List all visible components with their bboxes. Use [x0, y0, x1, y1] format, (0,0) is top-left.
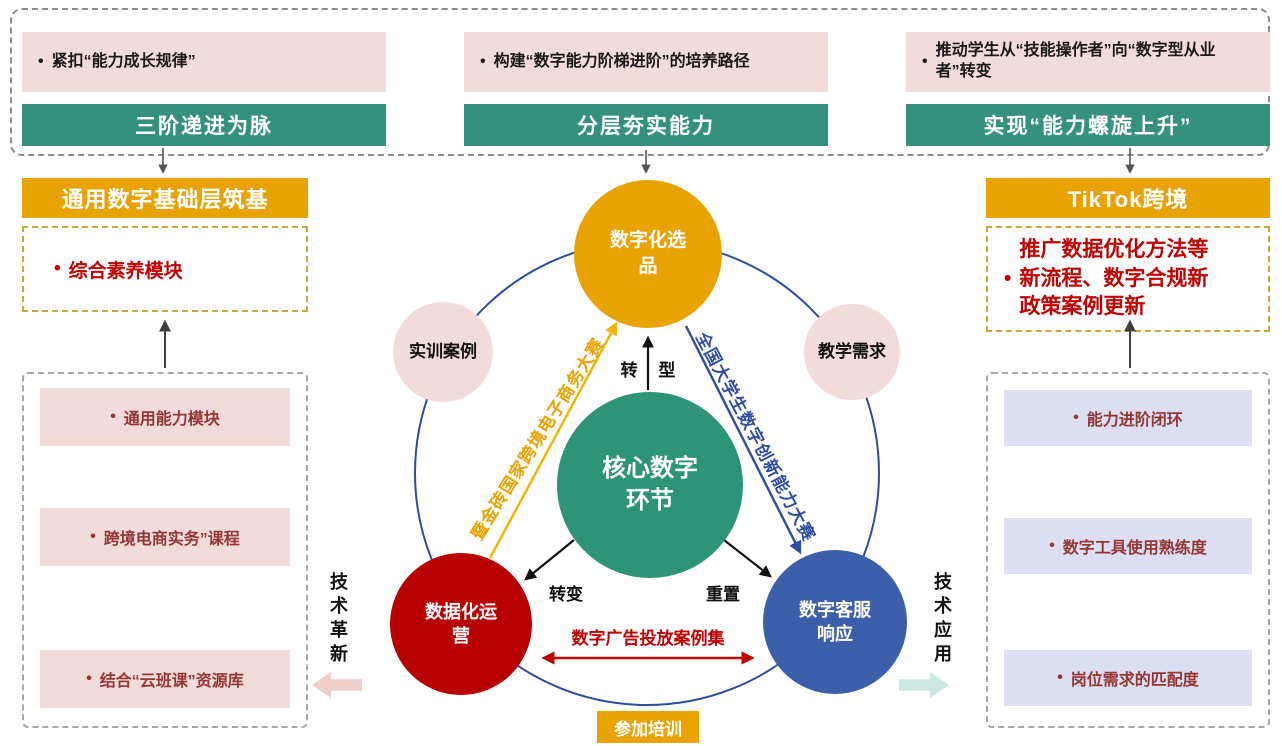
banner-note-text-3: 推动学生从“技能操作者”向“数字型从业者”转变 — [935, 42, 1216, 80]
left-module-text-3: 结合“云班课”资源库 — [99, 673, 244, 690]
right-side-label: 技术应用 — [932, 572, 952, 668]
left-panel-header: 通用数字基础层筑基 — [22, 178, 308, 218]
right-module-2: 数字工具使用熟练度 — [1004, 518, 1252, 574]
bullet-icon — [480, 52, 486, 73]
circle-core-digital-hub: 核心数字环节 — [557, 392, 743, 578]
banner-note-text-2: 构建“数字能力阶梯进阶”的培养路径 — [493, 52, 750, 70]
right-panel-header: TikTok跨境 — [986, 178, 1270, 218]
bullet-icon — [1004, 265, 1011, 293]
label-ad-case-collection: 数字广告投放案例集 — [571, 629, 725, 648]
bullet-icon — [922, 52, 928, 73]
banner-bar-2: 分层夯实能力 — [464, 104, 828, 146]
left-side-label: 技术革新 — [328, 572, 348, 668]
right-module-text-3: 岗位需求的匹配度 — [1070, 672, 1199, 689]
left-module-text-2: 跨境电商实务”课程 — [103, 531, 240, 548]
left-module-1: 通用能力模块 — [40, 388, 290, 446]
right-module-text-2: 数字工具使用熟练度 — [1062, 540, 1207, 557]
label-reset: 重置 — [706, 585, 740, 604]
banner-group-1: 紧扣“能力成长规律” 三阶递进为脉 — [22, 32, 386, 146]
bullet-icon — [38, 52, 44, 73]
hub-label: 核心数字环节 — [602, 454, 698, 514]
right-module-text-1: 能力进阶闭环 — [1086, 412, 1183, 429]
banner-bar-1: 三阶递进为脉 — [22, 104, 386, 146]
satellite-teaching-needs: 教学需求 — [804, 304, 900, 400]
right-highlight-box: 推广数据优化方法等新流程、数字合规新政策案例更新 — [986, 226, 1270, 332]
right-highlight-text: 推广数据优化方法等新流程、数字合规新政策案例更新 — [1019, 238, 1209, 319]
left-highlight-box: 综合素养模块 — [22, 226, 308, 312]
circle-digital-product-selection: 数字化选品 — [574, 180, 722, 328]
banner-note-2: 构建“数字能力阶梯进阶”的培养路径 — [464, 32, 828, 92]
right-module-3: 岗位需求的匹配度 — [1004, 650, 1252, 706]
right-module-1: 能力进阶闭环 — [1004, 390, 1252, 446]
left-highlight-text: 综合素养模块 — [68, 260, 183, 282]
left-module-text-1: 通用能力模块 — [123, 411, 220, 428]
circle-digital-service: 数字客服响应 — [763, 550, 907, 694]
bullet-icon — [90, 528, 96, 546]
circle-left-label: 数据化运营 — [425, 601, 497, 646]
satellite-left-label: 实训案例 — [409, 341, 477, 361]
circle-right-label: 数字客服响应 — [799, 599, 871, 644]
circle-top-label: 数字化选品 — [609, 230, 686, 277]
label-change: 转变 — [549, 585, 583, 604]
banner-group-2: 构建“数字能力阶梯进阶”的培养路径 分层夯实能力 — [464, 32, 828, 146]
bullet-icon — [1073, 409, 1079, 427]
satellite-training-cases: 实训案例 — [393, 302, 493, 402]
bullet-icon — [1057, 669, 1063, 687]
label-transform: 转 型 — [620, 361, 676, 380]
banner-note-text-1: 紧扣“能力成长规律” — [51, 52, 196, 70]
circle-data-operation: 数据化运营 — [390, 553, 532, 695]
banner-note-1: 紧扣“能力成长规律” — [22, 32, 386, 92]
banner-bar-3: 实现“能力螺旋上升” — [906, 104, 1270, 146]
bullet-icon — [110, 408, 116, 426]
bullet-icon — [86, 670, 92, 688]
left-module-3: 结合“云班课”资源库 — [40, 650, 290, 708]
training-box: 参加培训 — [597, 711, 699, 743]
satellite-right-label: 教学需求 — [818, 341, 886, 361]
bullet-icon — [54, 258, 61, 280]
bullet-icon — [1049, 537, 1055, 555]
banner-note-3: 推动学生从“技能操作者”向“数字型从业者”转变 — [906, 32, 1270, 92]
banner-group-3: 推动学生从“技能操作者”向“数字型从业者”转变 实现“能力螺旋上升” — [906, 32, 1270, 146]
left-module-2: 跨境电商实务”课程 — [40, 508, 290, 566]
